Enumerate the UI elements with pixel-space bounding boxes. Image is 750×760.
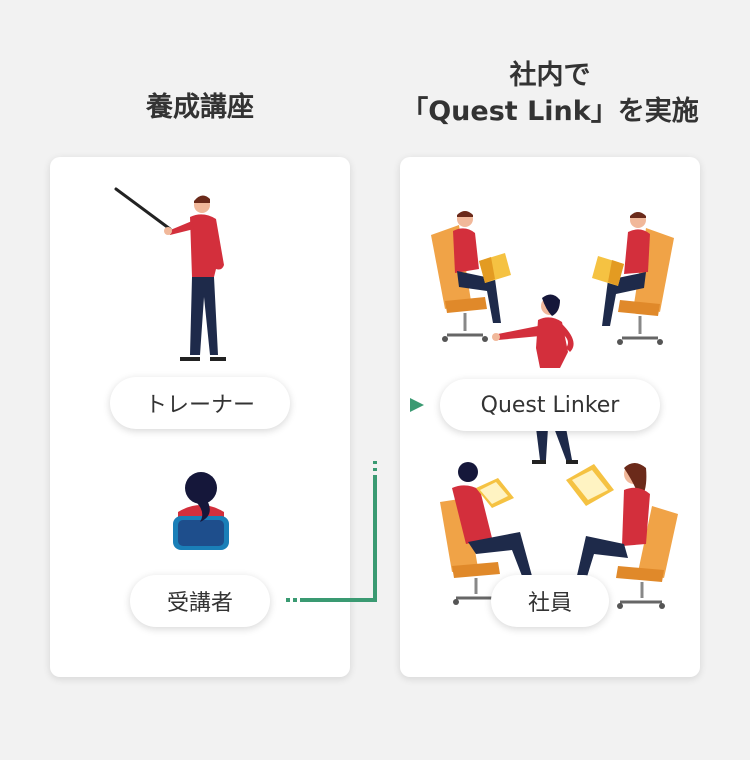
quest-linker-label: Quest Linker xyxy=(440,379,660,431)
employee-reading-top-right xyxy=(580,208,680,348)
employee-label: 社員 xyxy=(491,575,609,627)
